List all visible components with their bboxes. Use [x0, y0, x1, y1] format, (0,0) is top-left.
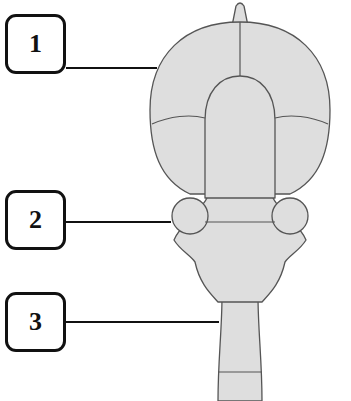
leader-line	[66, 221, 171, 223]
callout-box: 3	[5, 292, 66, 352]
spinal-cord	[218, 296, 262, 401]
midline	[239, 22, 240, 76]
fissure-left	[152, 116, 205, 124]
lobe-right	[272, 198, 308, 234]
midbrain	[205, 76, 275, 198]
leader-line	[66, 67, 157, 69]
stem-line	[205, 221, 275, 222]
cord-band	[218, 371, 262, 372]
lobe-left	[172, 198, 208, 234]
callout-box: 2	[5, 190, 66, 250]
fissure-right	[275, 116, 328, 124]
callout-number: 3	[29, 307, 42, 337]
callout-number: 2	[29, 205, 42, 235]
callout-number: 1	[29, 29, 42, 59]
callout-box: 1	[5, 14, 66, 74]
leader-line	[66, 321, 219, 323]
